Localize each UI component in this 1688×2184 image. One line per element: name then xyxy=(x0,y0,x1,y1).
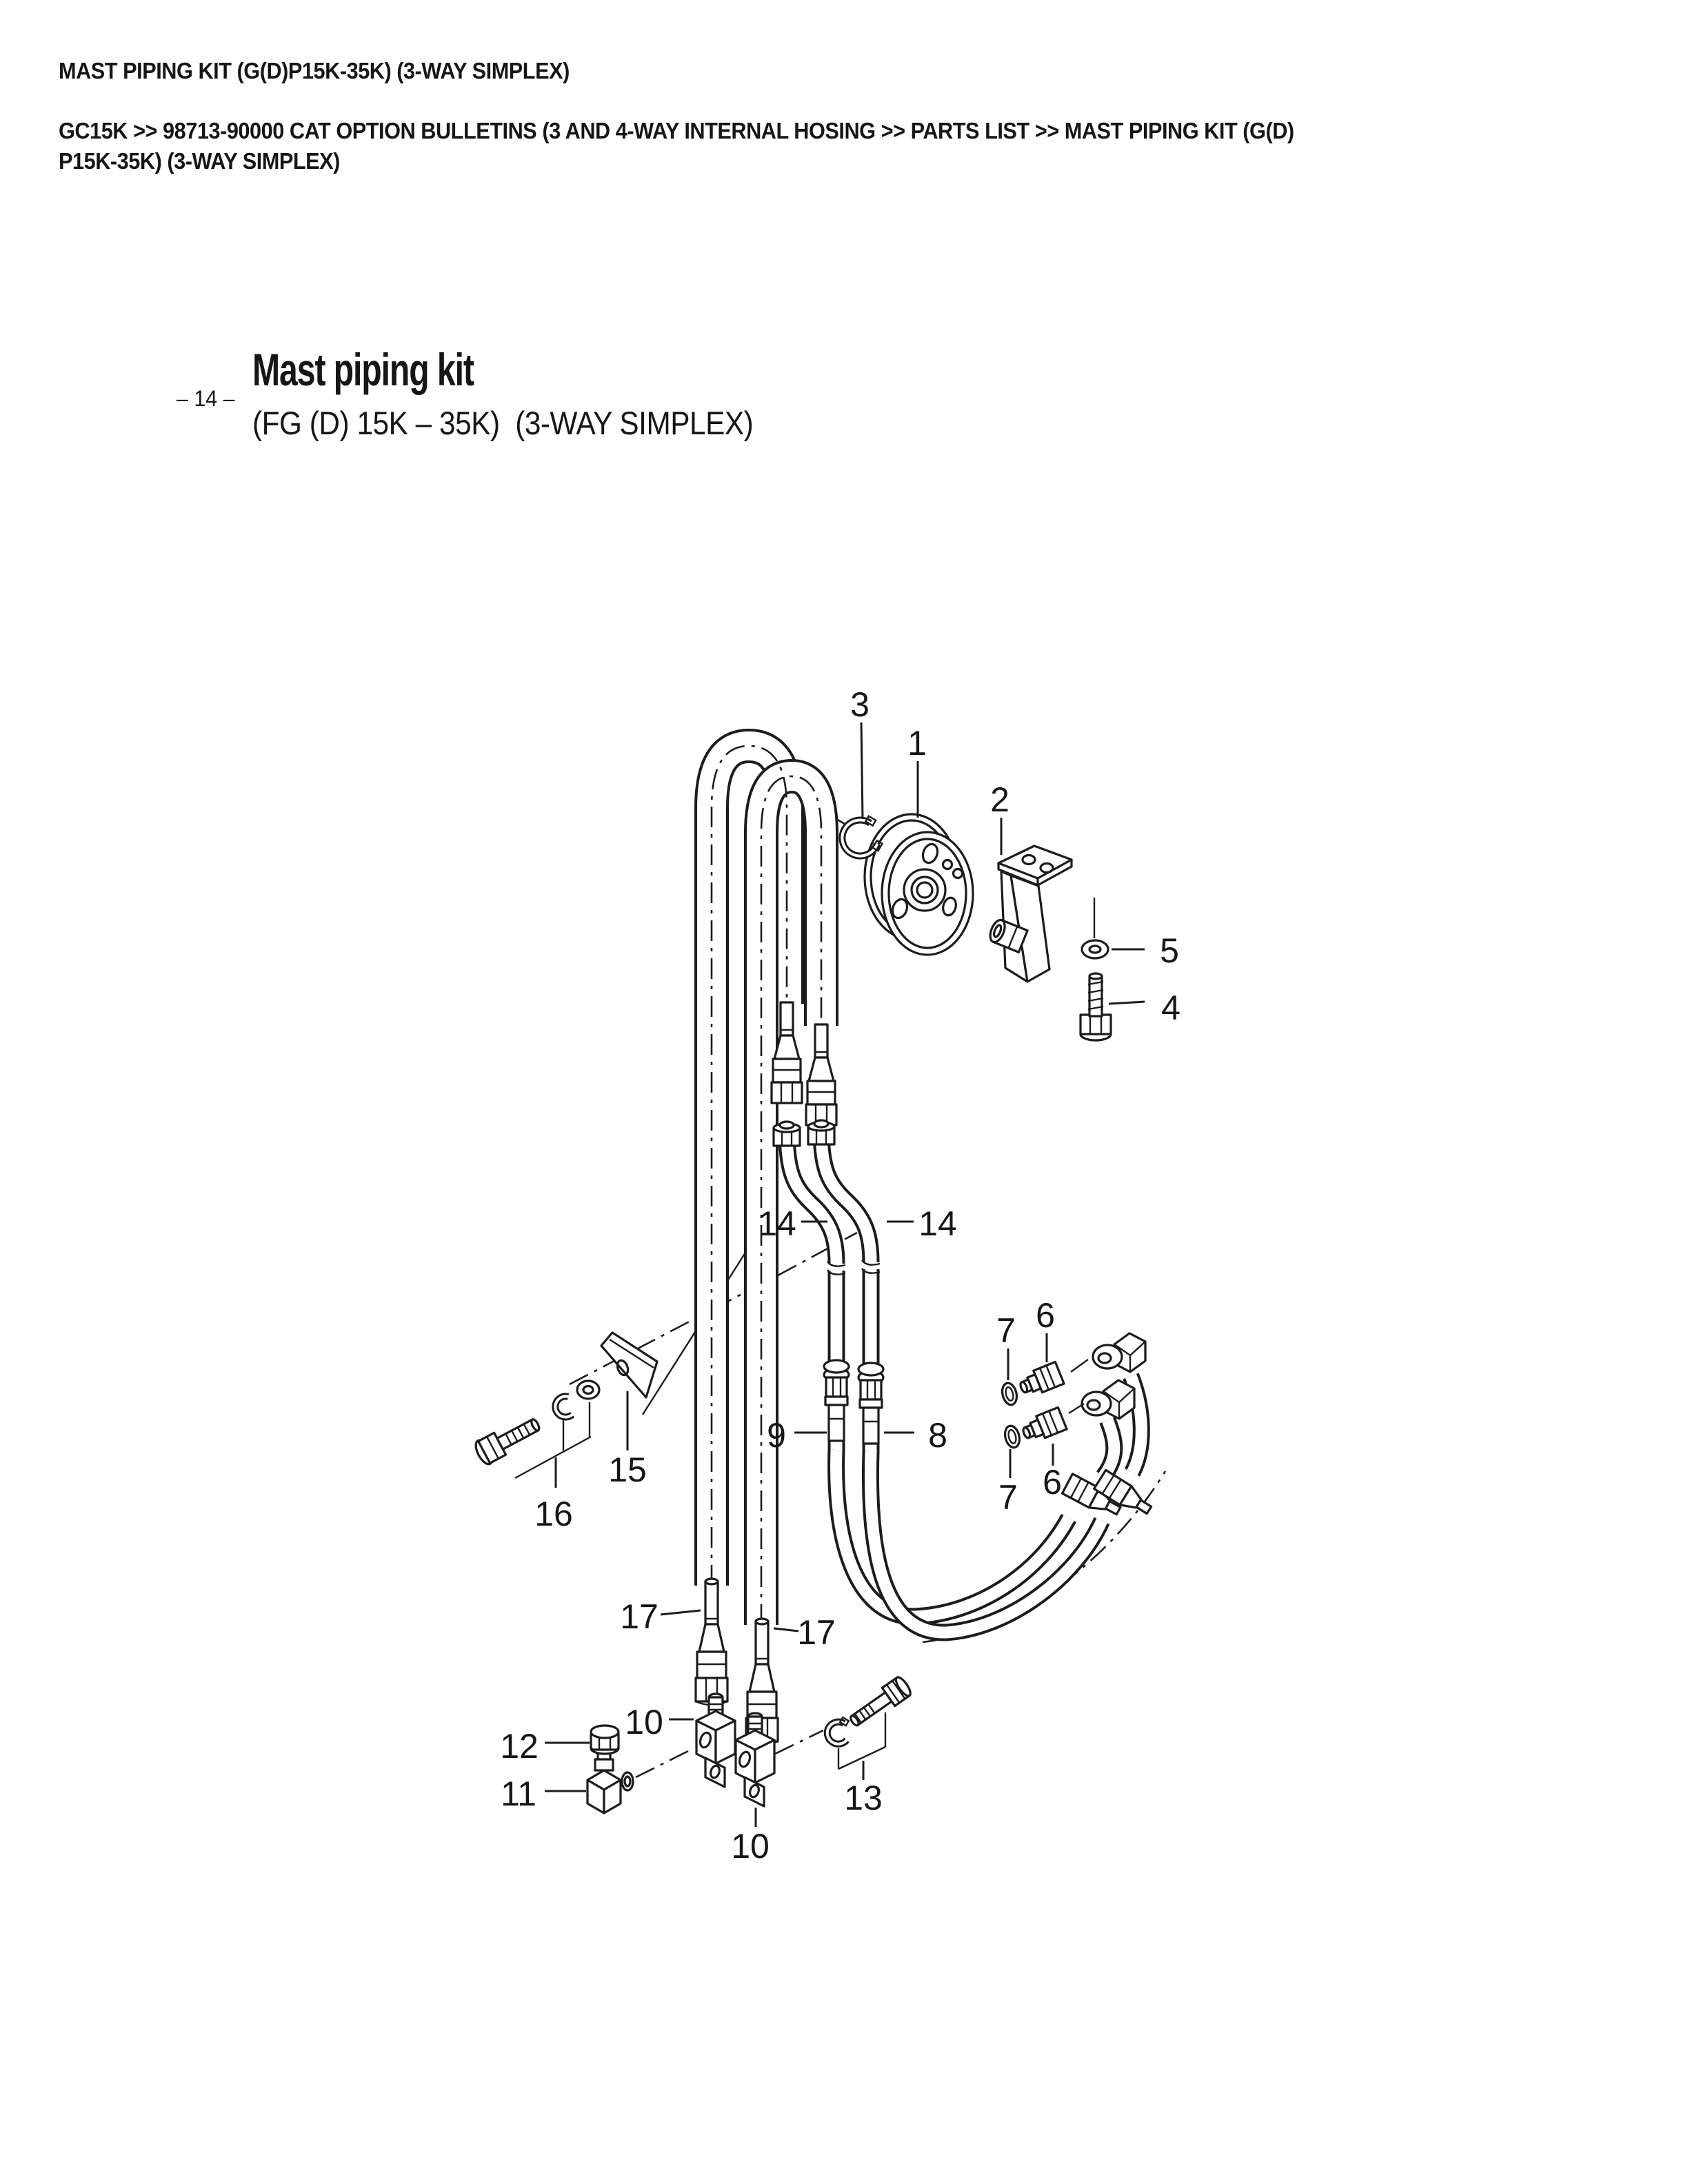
callout-11-19: 11 xyxy=(501,1775,536,1813)
callout-6-7: 6 xyxy=(1043,1463,1062,1502)
callout-3-2: 3 xyxy=(850,685,870,724)
washer-5 xyxy=(1081,939,1109,960)
callout-7-6: 7 xyxy=(996,1311,1016,1350)
align-tick-lower xyxy=(1068,1402,1085,1415)
cap-12 xyxy=(590,1724,620,1755)
hose-centerlines xyxy=(710,745,823,1625)
callout-15-13: 15 xyxy=(608,1450,647,1489)
callout-leader-17-16 xyxy=(773,1627,799,1632)
hose-sleeve-left xyxy=(1061,1473,1122,1516)
group-lines-16 xyxy=(514,1402,592,1488)
callout-7-8: 7 xyxy=(998,1478,1018,1517)
callout-10-18: 10 xyxy=(731,1827,770,1866)
washer-lock-16 xyxy=(552,1393,575,1421)
junction-block-10-right xyxy=(734,1712,776,1808)
elbow-hose-upper xyxy=(1123,1373,1150,1477)
elbow-hose-lower xyxy=(1096,1417,1123,1482)
snap-ring-13 xyxy=(823,1716,850,1748)
align-tick-upper xyxy=(1070,1359,1089,1373)
callout-17-15: 17 xyxy=(620,1597,659,1636)
callout-16-14: 16 xyxy=(534,1495,573,1533)
callout-12-20: 12 xyxy=(500,1727,539,1766)
pipe-union-9 xyxy=(823,1359,850,1442)
elbow-fitting-upper xyxy=(1092,1332,1147,1373)
callout-4-3: 4 xyxy=(1161,989,1180,1027)
callout-14-11: 14 xyxy=(758,1204,796,1243)
breadcrumb[interactable]: GC15K >> 98713-90000 CAT OPTION BULLETIN… xyxy=(59,116,1294,176)
pipe-break-marks xyxy=(827,1260,881,1275)
figure-title: Mast piping kit xyxy=(252,344,474,395)
page-number: – 14 – xyxy=(177,386,235,411)
hose-end-fitting-upper-right xyxy=(805,1023,838,1126)
o-ring-7-upper xyxy=(1001,1382,1018,1406)
callout-1-0: 1 xyxy=(907,724,927,762)
junction-block-10-left xyxy=(695,1692,736,1788)
breadcrumb-line-2[interactable]: P15K-35K) (3-WAY SIMPLEX) xyxy=(59,148,340,174)
callout-14-12: 14 xyxy=(918,1204,957,1243)
callout-leader-4-3 xyxy=(1108,1000,1145,1005)
page-title: MAST PIPING KIT (G(D)P15K-35K) (3-WAY SI… xyxy=(59,58,570,83)
o-ring-7-lower xyxy=(1003,1424,1021,1449)
hose-end-fitting-upper-left xyxy=(770,1001,803,1104)
callout-8-9: 8 xyxy=(928,1416,947,1455)
bolt-13 xyxy=(850,1676,912,1727)
figure-subtitle: (FG (D) 15K – 35K) (3-WAY SIMPLEX) xyxy=(252,405,754,441)
group-lines-13 xyxy=(837,1712,887,1770)
callout-leader-17-15 xyxy=(660,1609,701,1616)
bolt-4 xyxy=(1079,972,1112,1042)
pipe-14-right xyxy=(812,1129,880,1453)
callout-17-16: 17 xyxy=(797,1613,836,1652)
clamp-bracket-15 xyxy=(600,1331,659,1399)
loop-hose-outer xyxy=(861,1451,1110,1641)
hose-sleeve-right xyxy=(1093,1468,1153,1515)
washer-flat-16 xyxy=(576,1379,601,1400)
callout-10-17: 10 xyxy=(625,1703,663,1741)
connector-6-upper xyxy=(1019,1360,1065,1394)
hose-end-17-left xyxy=(694,1577,729,1706)
bolt-16 xyxy=(474,1418,541,1466)
snap-ring-3 xyxy=(838,815,884,860)
callout-13-21: 13 xyxy=(844,1779,883,1817)
bracket-2 xyxy=(989,845,1073,983)
bracket-boss xyxy=(989,918,1029,953)
elbow-fitting-lower xyxy=(1081,1379,1136,1420)
connector-6-lower xyxy=(1022,1406,1068,1439)
pulley-1 xyxy=(863,813,974,956)
breadcrumb-line-1[interactable]: GC15K >> 98713-90000 CAT OPTION BULLETIN… xyxy=(59,118,1294,143)
callout-2-1: 2 xyxy=(990,780,1009,819)
pipe-14-left xyxy=(778,1130,845,1451)
pipe-nipple-left xyxy=(772,1120,801,1147)
pipe-nipple-right xyxy=(807,1119,836,1146)
callout-leader-3-2 xyxy=(860,722,864,820)
pipe-union-8 xyxy=(857,1362,885,1445)
callout-9-10: 9 xyxy=(767,1416,786,1455)
callout-6-5: 6 xyxy=(1036,1296,1055,1335)
callout-5-4: 5 xyxy=(1160,931,1179,970)
